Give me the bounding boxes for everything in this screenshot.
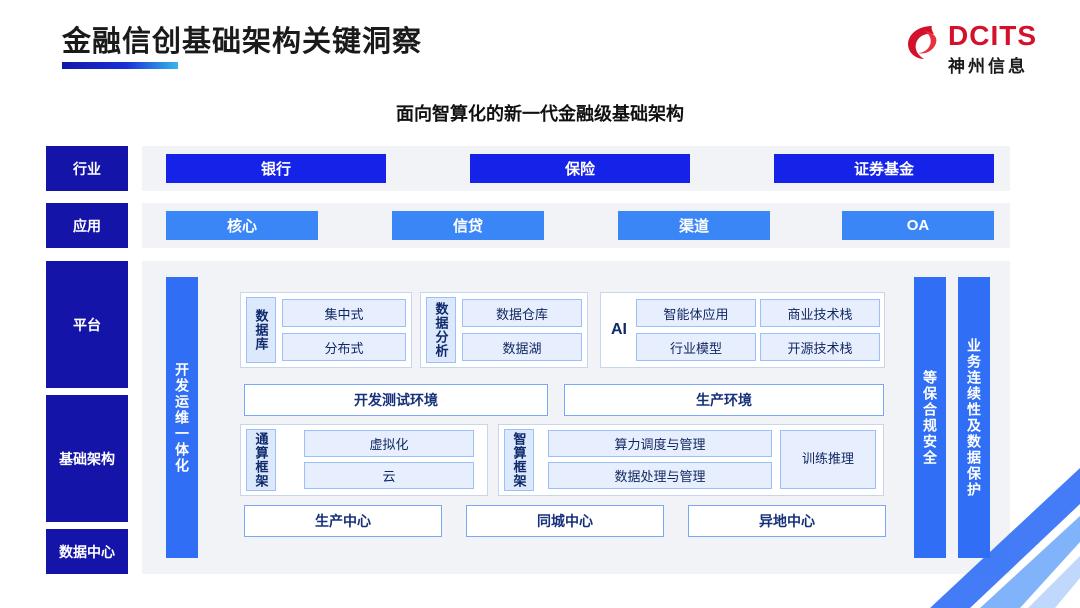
ai-item-industry-model[interactable]: 行业模型 <box>636 333 756 361</box>
ai-caption: AI <box>611 321 627 338</box>
row-label-infrastructure: 基础架构 <box>46 395 128 522</box>
database-item-centralized[interactable]: 集中式 <box>282 299 406 327</box>
database-caption: 数据库 <box>246 297 276 363</box>
diagram-subtitle: 面向智算化的新一代金融级基础架构 <box>396 104 684 124</box>
analytics-item-data-warehouse[interactable]: 数据仓库 <box>462 299 582 327</box>
row-label-datacenter: 数据中心 <box>46 529 128 574</box>
intelligent-compute-caption: 智算框架 <box>504 429 534 491</box>
industry-item-bank[interactable]: 银行 <box>166 154 386 183</box>
row-label-platform: 平台 <box>46 261 128 388</box>
ai-item-commercial-stack[interactable]: 商业技术栈 <box>760 299 880 327</box>
industry-item-insurance[interactable]: 保险 <box>470 154 690 183</box>
application-item-oa[interactable]: OA <box>842 211 994 240</box>
environment-dev-test[interactable]: 开发测试环境 <box>244 384 548 416</box>
datacenter-remote[interactable]: 异地中心 <box>688 505 886 537</box>
continuity-vertical-label: 业务连续性及数据保护 <box>958 277 990 558</box>
row-label-industry: 行业 <box>46 146 128 191</box>
datacenter-same-city[interactable]: 同城中心 <box>466 505 664 537</box>
logo-chinese-name: 神州信息 <box>948 57 1028 76</box>
general-compute-item-virtualization[interactable]: 虚拟化 <box>304 430 474 457</box>
intelligent-compute-item-compute-scheduling[interactable]: 算力调度与管理 <box>548 430 772 457</box>
intelligent-compute-item-data-processing[interactable]: 数据处理与管理 <box>548 462 772 489</box>
dcits-logo-icon <box>908 26 937 59</box>
application-item-credit[interactable]: 信贷 <box>392 211 544 240</box>
general-compute-caption: 通算框架 <box>246 429 276 491</box>
analytics-caption: 数据分析 <box>426 297 456 363</box>
ai-item-agent-application[interactable]: 智能体应用 <box>636 299 756 327</box>
industry-item-securities-fund[interactable]: 证券基金 <box>774 154 994 183</box>
title-underline-decoration <box>62 62 178 69</box>
corner-decoration <box>870 458 1080 608</box>
compliance-vertical-label: 等保合规安全 <box>914 277 946 558</box>
page-title: 金融信创基础架构关键洞察 <box>62 26 423 58</box>
devops-vertical-label: 开发运维一体化 <box>166 277 198 558</box>
application-item-channel[interactable]: 渠道 <box>618 211 770 240</box>
intelligent-compute-training-inference[interactable]: 训练推理 <box>780 430 876 489</box>
row-label-application: 应用 <box>46 203 128 248</box>
logo-wordmark: DCITS <box>948 20 1037 51</box>
analytics-item-data-lake[interactable]: 数据湖 <box>462 333 582 361</box>
datacenter-production[interactable]: 生产中心 <box>244 505 442 537</box>
application-item-core[interactable]: 核心 <box>166 211 318 240</box>
logo: DCITS 神州信息 <box>902 18 1042 80</box>
database-item-distributed[interactable]: 分布式 <box>282 333 406 361</box>
ai-item-opensource-stack[interactable]: 开源技术栈 <box>760 333 880 361</box>
general-compute-item-cloud[interactable]: 云 <box>304 462 474 489</box>
environment-production[interactable]: 生产环境 <box>564 384 884 416</box>
